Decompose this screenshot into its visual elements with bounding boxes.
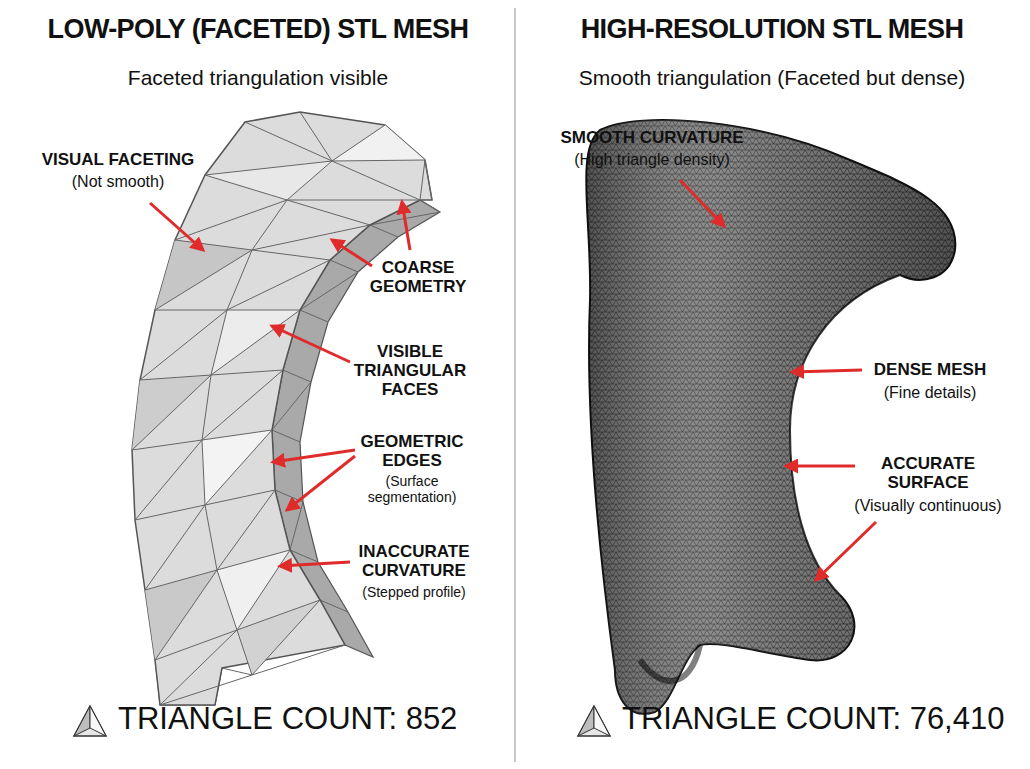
panel-heading: LOW-POLY (FACETED) STL MESH — [8, 14, 508, 44]
triangle-icon — [578, 706, 610, 736]
panel-subheading: Smooth triangulation (Faceted but dense) — [522, 66, 1022, 90]
leader-arrow — [272, 326, 350, 362]
underside-shadow — [640, 645, 700, 681]
triangle-count: TRIANGLE COUNT: 852 — [118, 702, 498, 737]
callout-title: VISUAL FACETING — [18, 150, 218, 169]
callout-title: SMOOTH CURVATURE — [532, 128, 772, 147]
panel-divider — [514, 8, 516, 762]
leader-arrow — [273, 450, 355, 462]
icon-shape — [90, 706, 106, 736]
icon-shape — [74, 706, 90, 736]
icon-shape — [594, 706, 610, 736]
facet — [332, 125, 425, 161]
callout-note: (Stepped profile) — [334, 585, 494, 601]
callout-title: INACCURATE CURVATURE — [344, 542, 484, 580]
triangle-icon — [74, 706, 106, 736]
callout-title: COARSE GEOMETRY — [363, 258, 473, 296]
facet — [155, 240, 252, 310]
mesh-edges — [132, 112, 432, 705]
callout-title: ACCURATE SURFACE — [858, 454, 998, 492]
callout-title: DENSE MESH — [855, 360, 1005, 379]
inner-surface — [790, 275, 915, 595]
leader-arrow — [287, 456, 355, 510]
facet — [145, 570, 217, 660]
leader-arrow — [332, 240, 372, 266]
callout-arrows — [150, 180, 876, 580]
callout-note: (Surface segmentation) — [356, 474, 468, 505]
panel-subheading: Faceted triangulation visible — [38, 66, 478, 90]
low-poly-mesh — [132, 112, 440, 705]
icon-shape — [74, 706, 106, 736]
callout-note: (Fine details) — [855, 384, 1005, 402]
leader-arrow — [786, 465, 855, 468]
callout-note: (Visually continuous) — [838, 497, 1018, 515]
icon-shape — [578, 706, 610, 736]
panel-heading: HIGH-RESOLUTION STL MESH — [522, 14, 1022, 44]
leader-arrow — [402, 202, 410, 250]
high-res-mesh — [586, 120, 955, 714]
leader-arrow — [792, 370, 862, 372]
leader-arrow — [150, 203, 203, 250]
front-face — [132, 112, 432, 705]
callout-note: (High triangle density) — [532, 151, 772, 169]
surface-shading — [586, 120, 955, 714]
leader-arrow — [816, 522, 876, 580]
dense-surface — [586, 120, 955, 714]
leader-arrow — [280, 562, 350, 566]
callout-title: VISIBLE TRIANGULAR FACES — [348, 342, 473, 399]
callout-note: (Not smooth) — [18, 173, 218, 191]
icon-shape — [578, 706, 594, 736]
callout-title: GEOMETRIC EDGES — [352, 432, 472, 470]
triangle-count: TRIANGLE COUNT: 76,410 — [622, 702, 1022, 737]
leader-arrow — [680, 180, 724, 226]
